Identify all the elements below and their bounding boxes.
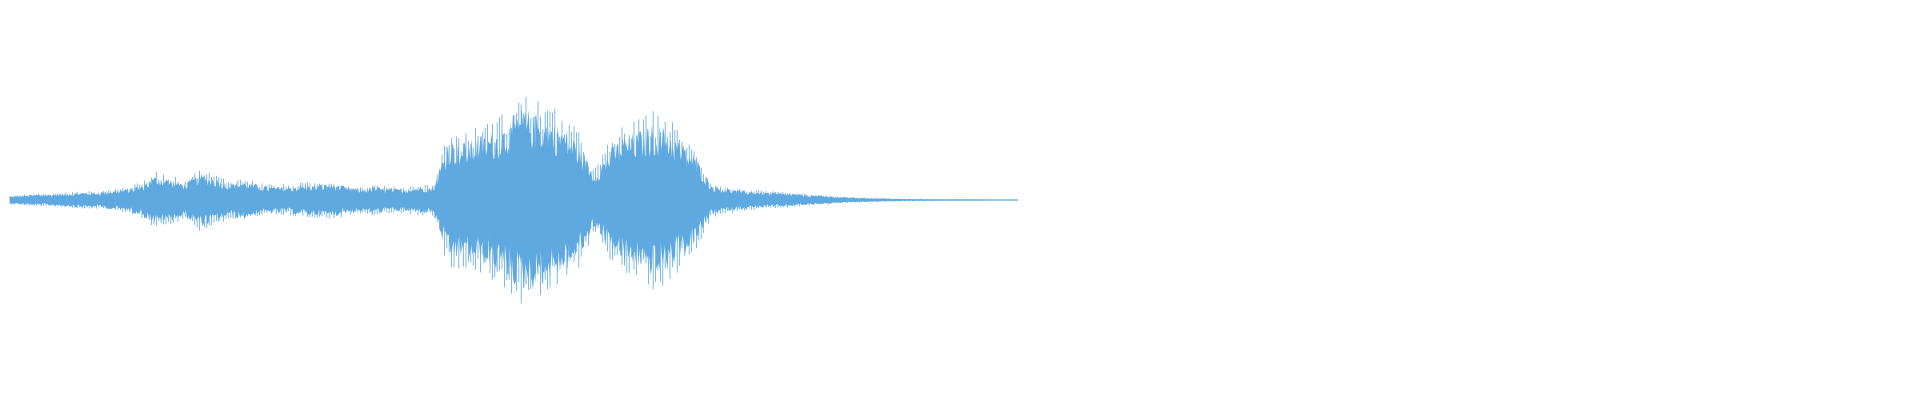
waveform-spikes [9,96,1016,304]
